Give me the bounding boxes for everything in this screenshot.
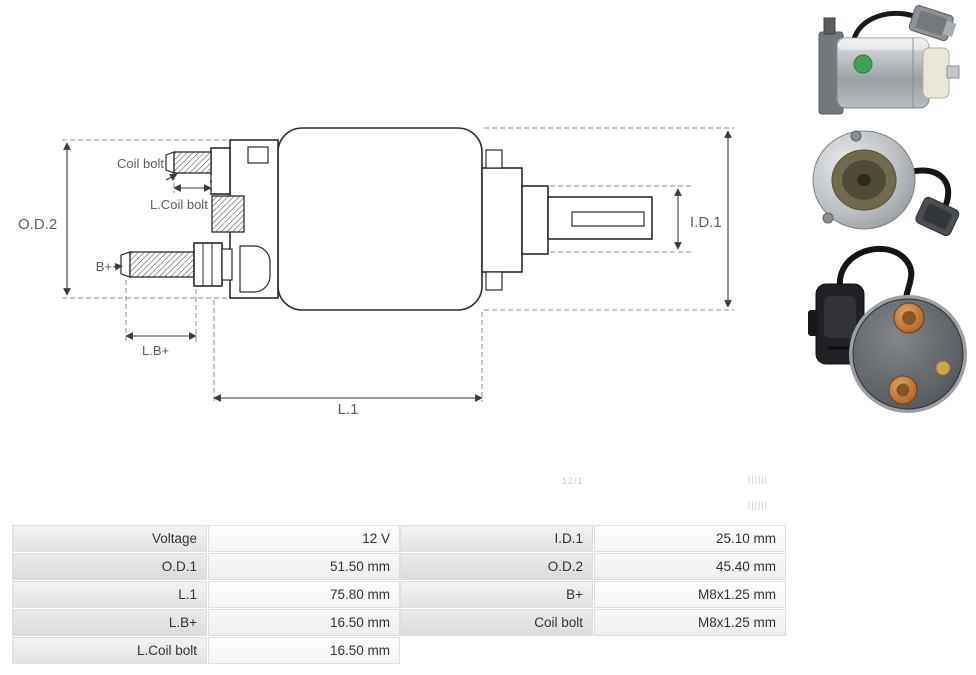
green-sticker [853,54,873,74]
spec-label: L.B+ [12,609,207,636]
table-row: I.D.1 25.10 mm [400,525,786,552]
spec-label: Voltage [12,525,207,552]
faint-watermark: |||||| [748,500,769,510]
wire [836,245,915,299]
spec-label: Coil bolt [400,609,593,636]
spec-value: 16.50 mm [208,609,400,636]
spec-label: L.Coil bolt [12,637,207,664]
table-row: L.B+ 16.50 mm [12,609,400,636]
faint-watermark: 12/1 [562,476,584,486]
dimension-lines [62,127,734,402]
table-row: L.Coil bolt 16.50 mm [12,637,400,664]
solenoid-face [852,298,964,410]
dim-label-b-plus: B+ [96,259,112,274]
spec-label: I.D.1 [400,525,593,552]
spec-value: M8x1.25 mm [594,609,786,636]
spec-value: 25.10 mm [594,525,786,552]
product-photo-front-view [808,245,967,413]
screw-hole [850,130,862,142]
dim-label-l-b-plus: L.B+ [142,343,169,358]
plunger-pin [946,65,960,79]
connector-plug [915,196,960,237]
spec-value: 45.40 mm [594,553,786,580]
table-row: B+ M8x1.25 mm [400,581,786,608]
dim-label-id1: I.D.1 [690,214,722,231]
spec-label: L.1 [12,581,207,608]
screw-hole [822,212,834,224]
faint-watermark: |||||| [748,474,769,484]
spec-value: 51.50 mm [208,553,400,580]
product-photo-side-view [818,5,960,115]
table-row: O.D.2 45.40 mm [400,553,786,580]
table-row: O.D.1 51.50 mm [12,553,400,580]
table-row: Voltage 12 V [12,525,400,552]
product-photo-flange-view [812,130,960,237]
solenoid-outline [120,127,653,311]
connector-plug [908,5,957,42]
dim-label-l1: L.1 [338,401,359,418]
spec-table-right: I.D.1 25.10 mm O.D.2 45.40 mm B+ M8x1.25… [400,525,786,637]
stud [823,17,836,35]
spec-value: 12 V [208,525,400,552]
spec-label: O.D.1 [12,553,207,580]
spec-value: 16.50 mm [208,637,400,664]
brass-stud [935,360,951,376]
spec-value: 75.80 mm [208,581,400,608]
plastic-end-cap [922,47,950,99]
technical-drawing: O.D.2 O.D.1 I.D.1 Coil bolt L.Coil bolt … [18,127,734,418]
spec-label: O.D.2 [400,553,593,580]
spec-label: B+ [400,581,593,608]
dim-label-od2: O.D.2 [18,216,57,233]
spec-value: M8x1.25 mm [594,581,786,608]
dim-label-coil-bolt: Coil bolt [117,156,164,171]
spec-table-left: Voltage 12 V O.D.1 51.50 mm L.1 75.80 mm… [12,525,400,665]
table-row: L.1 75.80 mm [12,581,400,608]
dim-label-l-coil-bolt: L.Coil bolt [150,197,208,212]
table-row: Coil bolt M8x1.25 mm [400,609,786,636]
